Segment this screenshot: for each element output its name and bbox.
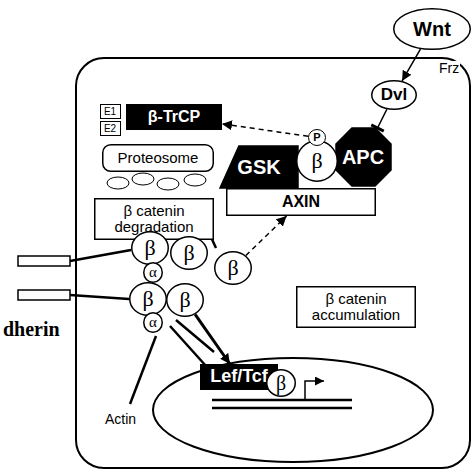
node-shape [201,365,278,390]
node-shape [336,128,391,186]
node-text: APC [342,146,384,168]
beta-catenin-circle: β [296,140,338,182]
node-text: β [227,256,238,280]
arrow-connector [195,314,230,364]
alpha-catenin-circle: α [143,312,163,333]
node-shape [132,232,169,265]
node-text: GSK [237,156,280,178]
kinase-shape: GSK [220,146,298,188]
node-text: Wnt [413,18,451,40]
transcription-arrow [305,381,324,400]
node-text: β-TrCP [148,108,200,126]
beta-catenin-circle: β [266,369,296,397]
node-shape [144,262,163,282]
inhibition-connector [378,109,387,128]
label-box: β catenin accumulation [296,286,416,328]
node-shape [297,141,338,182]
enzyme-box: E1 [100,104,121,119]
node-shape [267,370,296,397]
beta-catenin-circle: β [131,231,169,265]
node-shape [372,81,417,110]
node-text: α [149,314,157,331]
molecule-label: dherin [2,318,61,340]
apc-octagon: APC [336,128,391,186]
node-shape [144,312,163,332]
node-text: Lef/Tcf [210,367,268,387]
node-text: α [149,264,157,281]
node-text: P [313,131,320,143]
node-text: β [144,236,155,260]
receptor-label: Frz [438,61,460,76]
protein-ellipse: Dvl [371,80,417,110]
node-shape [100,122,120,136]
node-shape [309,130,326,146]
transcription-factor-box: Lef/Tcf [200,364,278,390]
node-text: β catenin accumulation [296,291,416,324]
arrow-connector [246,216,287,256]
ligand-ellipse: Wnt [393,8,471,50]
node-shape [167,284,204,317]
node-shape [103,145,214,172]
node-text: β [311,149,322,173]
node-shape [127,105,222,130]
arrow-connector [222,124,308,136]
enzyme-box: E2 [100,121,121,136]
node-text: Dvl [381,86,407,105]
beta-catenin-circle: β [129,282,167,316]
arrow-connector [402,49,420,81]
node-text: β [183,241,194,265]
alpha-catenin-circle: α [143,262,163,283]
beta-catenin-circle: β [170,236,208,270]
node-text: E1 [104,106,116,117]
node-text: β [142,287,153,311]
beta-catenin-circle: β [166,283,204,317]
node-shape [215,252,252,285]
node-text: Proteosome [118,150,199,167]
axin-bar: AXIN [226,188,376,216]
node-text: β [276,372,286,394]
protein-box: β-TrCP [126,104,222,130]
node-text: AXIN [282,193,320,211]
nucleus [153,358,433,462]
node-shape [297,287,416,328]
node-shape [171,237,208,270]
filament-label: Actin [104,412,137,427]
node-shape [227,189,376,216]
node-text: β [179,288,190,312]
proteasome-box: Proteosome [102,144,214,172]
node-shape [130,283,167,316]
node-text: β catenin degradation [94,203,214,236]
beta-catenin-circle: β [214,251,252,285]
proteasome-particles [107,173,206,190]
cell-membrane [76,58,470,468]
phosphate-circle: P [308,129,326,146]
node-text: E2 [104,123,116,134]
cadherin-molecules [18,250,131,300]
node-shape [100,105,120,119]
node-shape [220,146,298,188]
node-shape [394,9,471,50]
dna-strands [212,400,352,408]
